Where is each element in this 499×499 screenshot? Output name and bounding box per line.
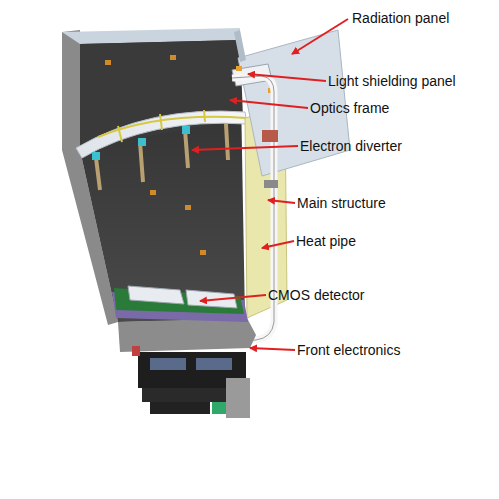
part-label: Electron diverter bbox=[300, 137, 402, 155]
part-label: CMOS detector bbox=[268, 286, 364, 304]
part-label: Radiation panel bbox=[352, 9, 449, 27]
part-label: Front electronics bbox=[297, 341, 400, 359]
part-label: Heat pipe bbox=[296, 232, 356, 250]
part-label: Optics frame bbox=[310, 99, 389, 117]
part-label: Light shielding panel bbox=[328, 72, 456, 90]
part-label: Main structure bbox=[297, 194, 386, 212]
